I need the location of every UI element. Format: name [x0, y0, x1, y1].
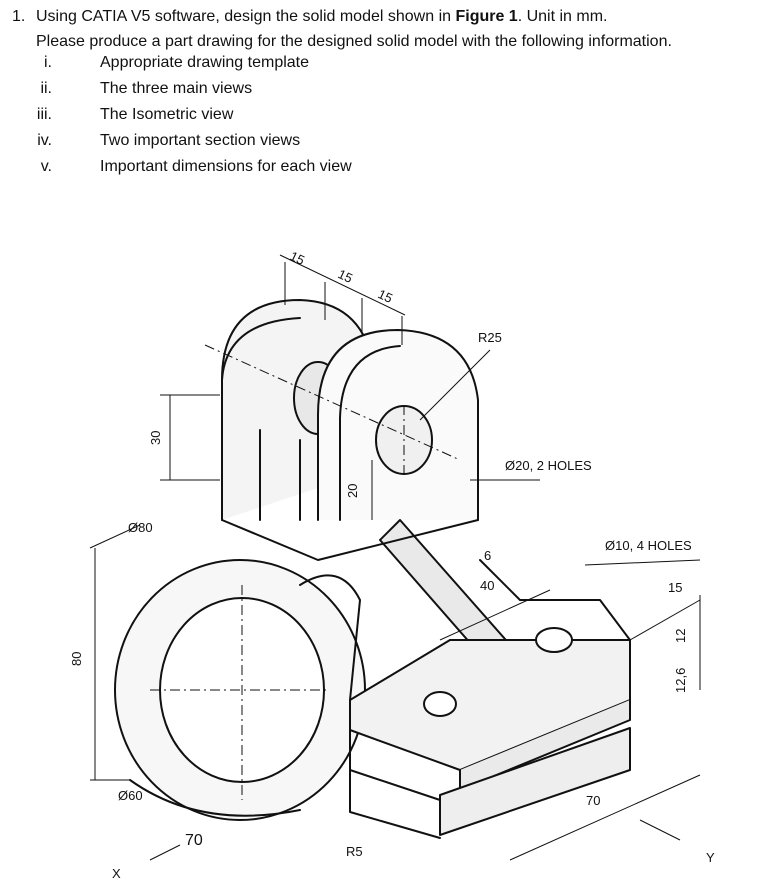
- dim-12-6: 12,6: [673, 668, 688, 693]
- dim-80: 80: [69, 652, 84, 666]
- figure-reference: Figure 1: [455, 8, 518, 25]
- question-line-1-a: Using CATIA V5 software, design the soli…: [36, 8, 456, 25]
- dim-6: 6: [484, 548, 491, 563]
- dim-dia-60: Ø60: [118, 788, 143, 803]
- question-number: 1.: [12, 8, 26, 25]
- list-item-roman: iii.: [36, 106, 52, 123]
- list-item-roman: i.: [44, 54, 52, 71]
- question-line-1: Using CATIA V5 software, design the soli…: [36, 4, 608, 29]
- list-item-text: Appropriate drawing template: [100, 54, 310, 71]
- back-lug-side: [221, 317, 301, 381]
- list-item-text: Important dimensions for each view: [100, 158, 352, 175]
- list-item-roman: ii.: [40, 80, 52, 97]
- dim-r5: R5: [346, 844, 363, 859]
- base-hole-right: [535, 627, 573, 653]
- dim-40: 40: [480, 578, 494, 593]
- dim-15-c: 15: [376, 286, 395, 306]
- list-item-text: The three main views: [100, 80, 253, 97]
- front-lug-edge: [339, 345, 401, 521]
- dim-30: 30: [148, 431, 163, 445]
- base-hole-left: [423, 691, 457, 717]
- dim-hole-20: Ø20, 2 HOLES: [505, 458, 592, 473]
- dim-hole-10: Ø10, 4 HOLES: [605, 538, 692, 553]
- list-item-text: The Isometric view: [100, 106, 234, 123]
- list-item-text: Two important section views: [100, 132, 301, 149]
- dim-20: 20: [345, 484, 360, 498]
- question-line-2: Please produce a part drawing for the de…: [36, 33, 672, 50]
- base-front-upper: [459, 699, 631, 791]
- base-front-lower: [439, 727, 631, 836]
- base-right-block: [479, 559, 631, 641]
- dim-70-left: 70: [185, 832, 203, 849]
- dim-15-a: 15: [288, 248, 307, 268]
- question-line-1-b: . Unit in mm.: [517, 8, 608, 25]
- axis-x-label: X: [112, 866, 121, 881]
- list-item-roman: iv.: [37, 132, 52, 149]
- list-item-roman: v.: [40, 158, 52, 175]
- dim-70-right: 70: [586, 793, 600, 808]
- dim-15-b: 15: [336, 266, 355, 286]
- dim-r25: R25: [478, 330, 502, 345]
- dim-12: 12: [673, 629, 688, 643]
- dim-dia-80: Ø80: [128, 520, 153, 535]
- axis-y-label: Y: [706, 850, 715, 865]
- dim-15-right: 15: [668, 580, 682, 595]
